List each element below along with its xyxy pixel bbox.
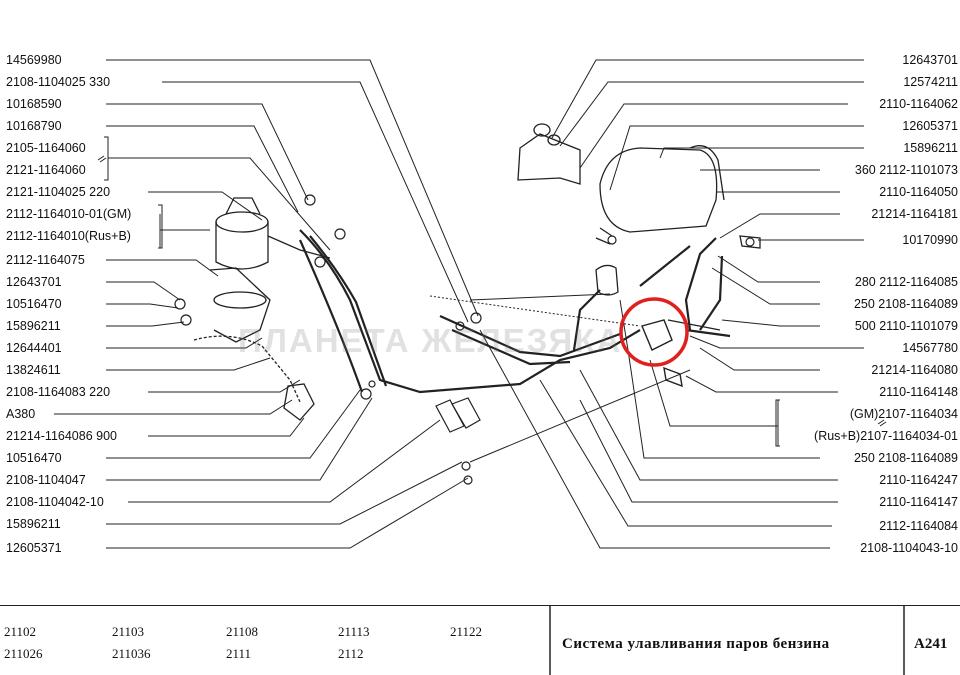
left-label-6: 2121-1164060 bbox=[6, 163, 86, 177]
right-label-13: 14567780 bbox=[902, 341, 958, 355]
left-label-2: 2108-1104025 330 bbox=[6, 75, 111, 89]
diagram-caption: Система улавливания паров бензина bbox=[562, 636, 830, 652]
right-label-5: 15896211 bbox=[903, 141, 958, 155]
parts-diagram bbox=[54, 59, 887, 549]
right-label-8: 21214-1164181 bbox=[871, 207, 958, 221]
right-label-1: 12643701 bbox=[902, 53, 958, 67]
model-2: 21103 bbox=[112, 624, 145, 639]
right-label-18: 250 2108-1164089 bbox=[853, 451, 958, 465]
model-8: 2111 bbox=[226, 646, 252, 661]
watermark: ПЛАНЕТА ЖЕЛЕЗЯКА bbox=[238, 322, 623, 359]
model-9: 2112 bbox=[338, 646, 364, 661]
brackets bbox=[104, 136, 780, 447]
left-label-8: 2112-1164010-01(GM) bbox=[6, 207, 132, 221]
left-label-17: A380 bbox=[6, 407, 36, 421]
left-label-9: 2112-1164010(Rus+B) bbox=[6, 229, 131, 243]
left-label-5: 2105-1164060 bbox=[6, 141, 86, 155]
right-label-4: 12605371 bbox=[902, 119, 958, 133]
left-label-7: 2121-1104025 220 bbox=[6, 185, 111, 199]
right-label-17: (Rus+B)2107-1164034-01 bbox=[814, 429, 958, 443]
left-label-10: 2112-1164075 bbox=[6, 253, 85, 267]
left-label-23: 12605371 bbox=[6, 541, 62, 555]
right-label-2: 12574211 bbox=[903, 75, 958, 89]
clamp-parts bbox=[174, 194, 755, 485]
right-label-7: 2110-1164050 bbox=[879, 185, 958, 199]
right-label-12: 500 2110-1101079 bbox=[854, 319, 958, 333]
right-label-16: (GM)2107-1164034 bbox=[849, 407, 958, 421]
left-label-19: 10516470 bbox=[6, 451, 62, 465]
model-3: 21108 bbox=[226, 624, 259, 639]
model-4: 21113 bbox=[338, 624, 370, 639]
right-label-9: 10170990 bbox=[902, 233, 958, 247]
right-label-22: 2108-1104043-10 bbox=[860, 541, 958, 555]
left-label-16: 2108-1164083 220 bbox=[6, 385, 111, 399]
footer bbox=[0, 605, 960, 675]
model-1: 21102 bbox=[4, 624, 37, 639]
left-label-13: 15896211 bbox=[6, 319, 61, 333]
right-label-19: 2110-1164247 bbox=[879, 473, 958, 487]
footer-dividers bbox=[549, 606, 905, 675]
right-label-3: 2110-1164062 bbox=[879, 97, 958, 111]
left-label-12: 10516470 bbox=[6, 297, 62, 311]
left-label-3: 10168590 bbox=[6, 97, 62, 111]
model-5: 21122 bbox=[450, 624, 483, 639]
right-label-14: 21214-1164080 bbox=[871, 363, 958, 377]
right-label-20: 2110-1164147 bbox=[879, 495, 958, 509]
left-label-14: 12644401 bbox=[6, 341, 62, 355]
highlight-circle bbox=[619, 297, 689, 367]
diagram-code: A241 bbox=[914, 636, 948, 652]
left-label-22: 15896211 bbox=[6, 517, 61, 531]
leader-lines bbox=[54, 59, 864, 549]
left-label-21: 2108-1104042-10 bbox=[6, 495, 104, 509]
left-label-1: 14569980 bbox=[6, 53, 62, 67]
right-label-6: 360 2112-1101073 bbox=[854, 163, 958, 177]
model-7: 211036 bbox=[112, 646, 151, 661]
left-label-18: 21214-1164086 900 bbox=[6, 429, 117, 443]
right-label-21: 2112-1164084 bbox=[879, 519, 958, 533]
right-label-11: 250 2108-1164089 bbox=[853, 297, 958, 311]
left-label-4: 10168790 bbox=[6, 119, 62, 133]
left-label-15: 13824611 bbox=[6, 363, 61, 377]
purge-valve bbox=[641, 319, 721, 388]
canister-left bbox=[193, 197, 331, 421]
canister-right bbox=[517, 123, 761, 296]
right-label-10: 280 2112-1164085 bbox=[854, 275, 958, 289]
model-6: 211026 bbox=[4, 646, 43, 661]
left-label-20: 2108-1104047 bbox=[6, 473, 86, 487]
vapor-tubes bbox=[298, 229, 731, 394]
left-label-11: 12643701 bbox=[6, 275, 62, 289]
right-label-15: 2110-1164148 bbox=[879, 385, 958, 399]
